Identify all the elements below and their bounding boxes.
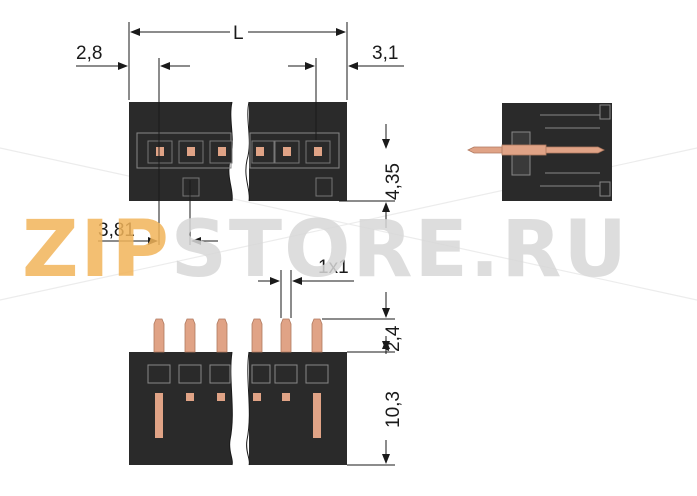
side-view [467,103,612,201]
bottom-pin-1 [147,318,171,438]
front-pin-3 [209,140,233,164]
dim-label-right-offset: 3,1 [372,43,398,64]
watermark-store: STORE.RU [171,205,629,295]
dim-label-front-height: 4,35 [383,163,404,200]
dim-label-pitch: 3,81 [98,220,135,241]
bottom-pin-2 [178,318,202,401]
front-pin-6 [305,140,331,164]
front-view [129,101,347,202]
front-pin-1 [147,140,173,164]
bottom-housing-right [249,352,347,465]
front-pin-4 [251,140,275,164]
watermark-zip: ZIP [22,205,171,295]
bottom-pin-6 [305,318,329,438]
watermark: ZIPSTORE.RU [22,205,629,295]
dim-label-total-length: L [233,23,244,44]
dim-label-pin-length: 2,4 [383,325,404,352]
bottom-pin-3 [209,318,231,401]
dimension-lines [76,22,404,466]
dim-label-left-offset: 2,8 [76,43,102,64]
dim-label-housing-height: 10,3 [383,391,404,428]
bottom-pin-5 [274,318,298,401]
dim-label-pin-section: 1x1 [318,257,349,278]
front-pin-2 [178,140,204,164]
front-pin-5 [274,140,300,164]
bottom-housing-left [129,352,232,465]
bottom-pin-4 [251,318,271,401]
bottom-view [129,318,347,466]
svg-text:ZIPSTORE.RU: ZIPSTORE.RU [22,205,629,295]
